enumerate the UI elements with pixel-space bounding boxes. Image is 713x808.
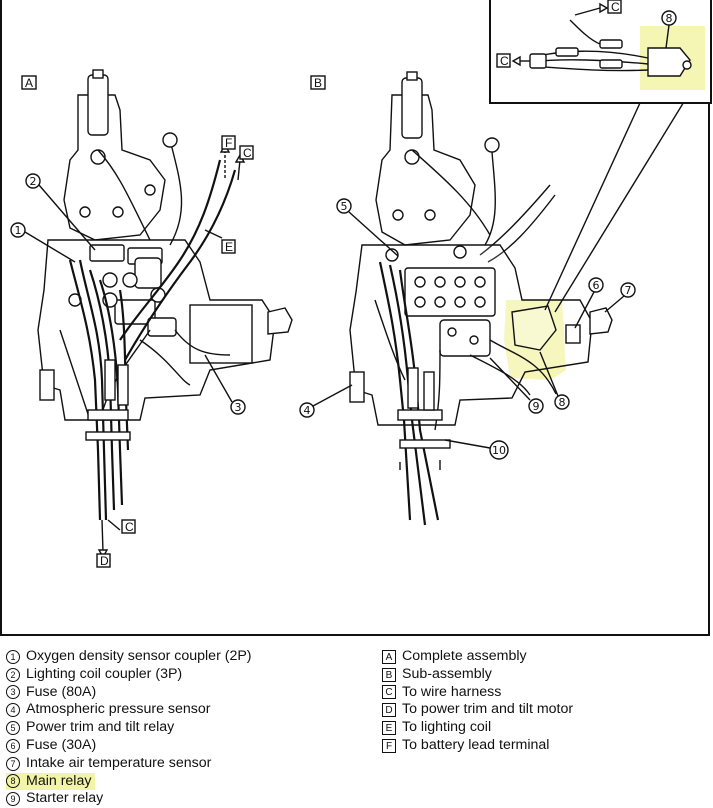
legend-item-9: 9 Starter relay [6, 790, 252, 808]
figure-frame [0, 0, 710, 636]
inset-callout-8: 8 [666, 12, 673, 25]
letter-c-a-top: C [243, 146, 252, 160]
inset-detail: C C 8 [489, 0, 712, 104]
legend-text-d: To power trim and tilt motor [402, 701, 574, 718]
legend-letter-c: C [382, 685, 396, 700]
callout-4-b: 4 [304, 404, 311, 417]
legend-num-5: 5 [6, 721, 20, 736]
legend-item-c: C To wire harness [382, 684, 573, 702]
panel-b-drawing: B [299, 71, 691, 526]
legend-text-5: Power trim and tilt relay [26, 719, 175, 736]
panel-b-tag: B [314, 76, 322, 90]
legend-text-a: Complete assembly [402, 648, 527, 664]
legend-text-3: Fuse (80A) [26, 683, 97, 700]
panel-a-drawing: A [10, 69, 293, 568]
legend-item-1: 1 Oxygen density sensor coupler (2P) [6, 648, 252, 666]
legend-item-2: 2 Lighting coil coupler (3P) [6, 666, 252, 684]
wiring-diagram: A [10, 0, 712, 568]
legend-text-1: Oxygen density sensor coupler (2P) [26, 648, 252, 664]
letter-d-a: D [100, 554, 109, 568]
letter-f-a: F [225, 136, 232, 150]
legend-num-1: 1 [6, 649, 20, 664]
legend-letter-b: B [382, 667, 396, 682]
legend-num-2: 2 [6, 667, 20, 682]
callout-8-b: 8 [559, 396, 566, 409]
legend-item-3: 3 Fuse (80A) [6, 684, 252, 702]
legend-num-6: 6 [6, 738, 20, 753]
legend-letter-a: A [382, 649, 396, 664]
legend-item-7: 7 Intake air temperature sensor [6, 755, 252, 773]
legend-num-7: 7 [6, 756, 20, 771]
callout-5-b: 5 [341, 200, 348, 213]
legend-text-4: Atmospheric pressure sensor [26, 701, 211, 718]
legend-item-6: 6 Fuse (30A) [6, 737, 252, 755]
callout-1-a: 1 [15, 224, 22, 237]
legend-item-e: E To lighting coil [382, 719, 573, 737]
legend-letter-d: D [382, 703, 396, 718]
legend-item-b: B Sub-assembly [382, 666, 573, 684]
callout-3-a: 3 [235, 401, 242, 414]
legend-num-4: 4 [6, 703, 20, 718]
legend-item-a: A Complete assembly [382, 648, 573, 666]
legend-text-8: Main relay [26, 772, 92, 789]
callout-2-a: 2 [30, 175, 37, 188]
panel-a-tag: A [25, 76, 33, 90]
legend-num-9: 9 [6, 792, 20, 807]
callout-6-b: 6 [593, 279, 600, 292]
legend-num-3: 3 [6, 685, 20, 700]
legend-text-e: To lighting coil [402, 719, 492, 736]
legend-item-8: 8 Main relay [6, 772, 252, 791]
legend-text-7: Intake air temperature sensor [26, 754, 212, 771]
callout-9-b: 9 [533, 400, 540, 413]
callout-10-b: 10 [492, 444, 506, 457]
letter-e-a: E [225, 240, 233, 254]
legend-letter-e: E [382, 721, 396, 736]
legend-text-b: Sub-assembly [402, 665, 492, 682]
legend-lettered-list: A Complete assembly B Sub-assembly C To wir… [382, 648, 573, 755]
legend-item-4: 4 Atmospheric pressure sensor [6, 701, 252, 719]
callout-7-b: 7 [625, 284, 632, 297]
legend-text-9: Starter relay [26, 790, 104, 807]
legend-numbered-list: 1 Oxygen density sensor coupler (2P) 2 Lig… [6, 648, 252, 808]
legend-letter-f: F [382, 738, 396, 753]
main-relay-highlight [504, 300, 566, 380]
legend-text-6: Fuse (30A) [26, 736, 97, 753]
legend-text-2: Lighting coil coupler (3P) [26, 665, 183, 682]
letter-c-a-bottom: C [125, 520, 134, 534]
legend-text-f: To battery lead terminal [402, 736, 550, 753]
legend-item-d: D To power trim and tilt motor [382, 701, 573, 719]
legend-text-c: To wire harness [402, 683, 502, 700]
inset-letter-c-left: C [500, 54, 509, 68]
legend-num-8: 8 [6, 774, 20, 789]
legend-item-5: 5 Power trim and tilt relay [6, 719, 252, 737]
legend-item-f: F To battery lead terminal [382, 737, 573, 755]
legend-highlight-8: 8 Main relay [6, 772, 96, 791]
legend: 1 Oxygen density sensor coupler (2P) 2 Lig… [0, 648, 713, 806]
inset-letter-c-top: C [611, 0, 620, 14]
